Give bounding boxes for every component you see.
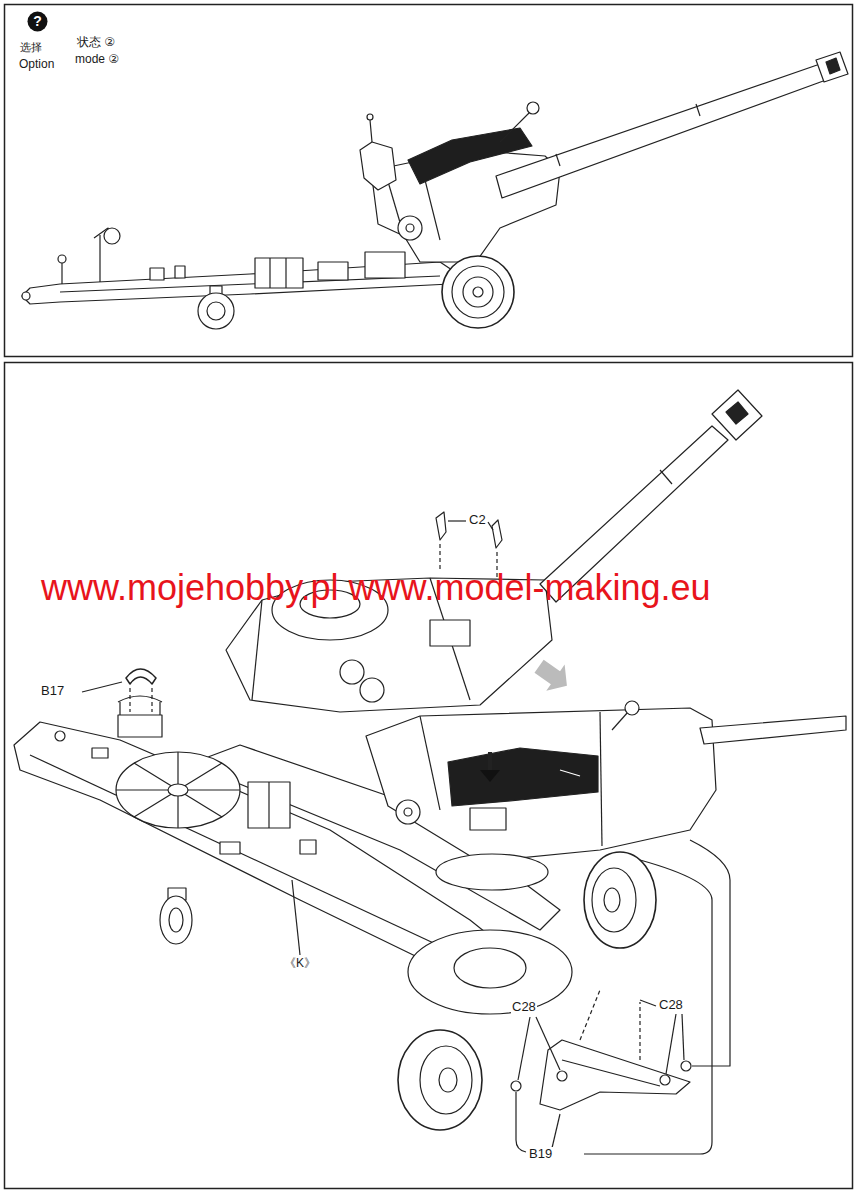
part-number: B19	[528, 1147, 553, 1161]
part-number: B17	[40, 684, 65, 698]
part-number: C2	[468, 513, 487, 527]
mode-label: 状态 ②	[76, 36, 116, 49]
mode-label: mode ②	[74, 53, 120, 66]
option-icon: ?	[27, 11, 48, 32]
option-label: Option	[18, 58, 55, 71]
reference-mark: 《K》	[283, 957, 317, 970]
option-label: 选择	[19, 41, 43, 53]
watermark: www.mojehobby.pl www.model-making.eu	[40, 568, 712, 608]
node-text: ?	[33, 14, 42, 29]
part-number: C28	[511, 1000, 537, 1014]
icon-circle	[28, 12, 48, 32]
part-number: C28	[658, 998, 684, 1012]
